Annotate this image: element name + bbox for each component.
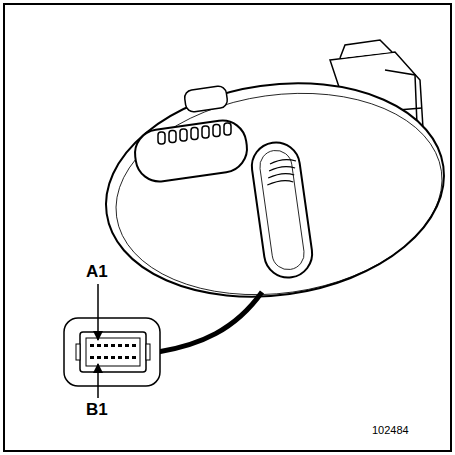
grip-ridge <box>180 129 187 141</box>
grip-ridge <box>224 123 231 135</box>
body-edge <box>103 73 455 315</box>
connector-pin <box>90 344 94 347</box>
grip-ridge <box>213 125 220 137</box>
grip-ridge <box>270 160 296 164</box>
grip-ridge <box>169 131 176 143</box>
grip-ridge <box>268 174 294 178</box>
reference-number: 102484 <box>372 425 409 436</box>
lead-line <box>158 292 262 352</box>
small-button <box>184 85 229 113</box>
connector-pin <box>118 356 122 359</box>
connector-pin <box>111 356 115 359</box>
connector-pin <box>132 356 136 359</box>
connector-pin <box>111 344 115 347</box>
grip-ridge <box>269 167 295 171</box>
switch-body <box>92 62 455 317</box>
pin-label: A1 <box>86 263 108 280</box>
grip-ridge <box>191 128 198 140</box>
grip-ridge <box>267 181 293 185</box>
connector-pin <box>104 356 108 359</box>
horizontal-rocker <box>132 117 250 184</box>
connector-inset <box>64 318 160 386</box>
connector-pin <box>125 344 129 347</box>
connector-pin <box>132 344 136 347</box>
leader-arrow <box>97 364 99 398</box>
leader-arrow <box>97 284 99 340</box>
connector-pin <box>125 356 129 359</box>
connector-pin <box>118 344 122 347</box>
grip-ridge <box>158 132 165 144</box>
pin-label: B1 <box>86 401 108 418</box>
vertical-rocker <box>249 139 315 280</box>
connector-pin <box>90 356 94 359</box>
grip-ridge <box>202 126 209 138</box>
connector-pin <box>97 344 101 347</box>
connector-pin <box>97 356 101 359</box>
connector-pin <box>104 344 108 347</box>
